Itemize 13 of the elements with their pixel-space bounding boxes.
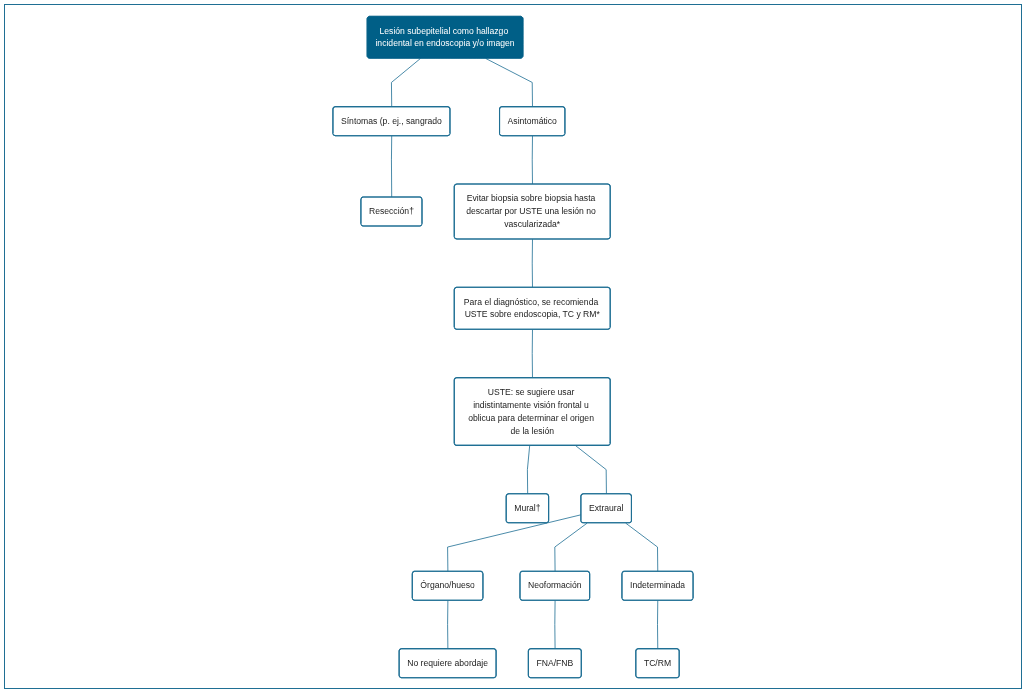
connector: [625, 522, 659, 572]
connector: [447, 599, 449, 649]
connector: [531, 238, 533, 288]
connector: [391, 57, 421, 107]
connector: [554, 599, 556, 649]
connector: [531, 328, 533, 378]
connector: [554, 522, 588, 572]
connector: [657, 599, 659, 649]
connector: [527, 444, 531, 494]
connector: [391, 135, 393, 198]
connector: [485, 57, 533, 107]
connector: [575, 444, 607, 494]
connector: [531, 135, 533, 185]
